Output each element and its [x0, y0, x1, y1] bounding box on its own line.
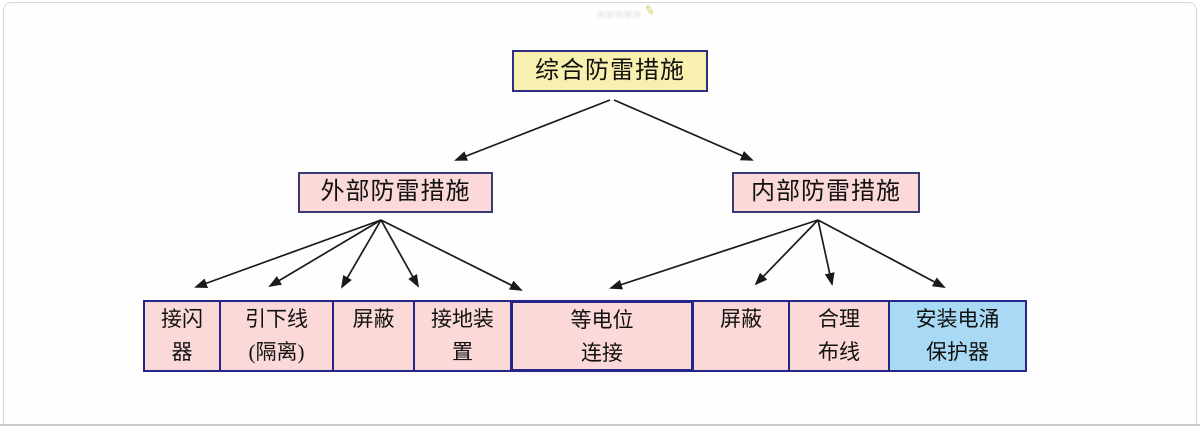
- leaf-node-air-terminal: 接闪 器: [143, 300, 221, 372]
- leaf-node-shielding-internal: 屏蔽: [692, 300, 790, 372]
- node-internal-measures: 内部防雷措施: [732, 172, 920, 213]
- node-external-measures: 外部防雷措施: [298, 172, 493, 213]
- node-root-comprehensive-measures: 综合防雷措施: [512, 50, 708, 92]
- leaf-node-equipotential-bonding: 等电位 连接: [510, 300, 694, 372]
- pencil-icon: ✎: [642, 3, 657, 20]
- leaf-node-surge-protector: 安装电涌 保护器: [888, 300, 1027, 372]
- leaf-node-shielding-external: 屏蔽: [332, 300, 415, 372]
- leaf-node-grounding-device: 接地装 置: [413, 300, 512, 372]
- watermark-smudge: [598, 11, 642, 18]
- leaf-node-down-conductor: 引下线 (隔离): [219, 300, 334, 372]
- watermark: ✎: [598, 3, 662, 22]
- bottom-divider: [0, 424, 1200, 426]
- leaf-node-reasonable-wiring: 合理 布线: [788, 300, 890, 372]
